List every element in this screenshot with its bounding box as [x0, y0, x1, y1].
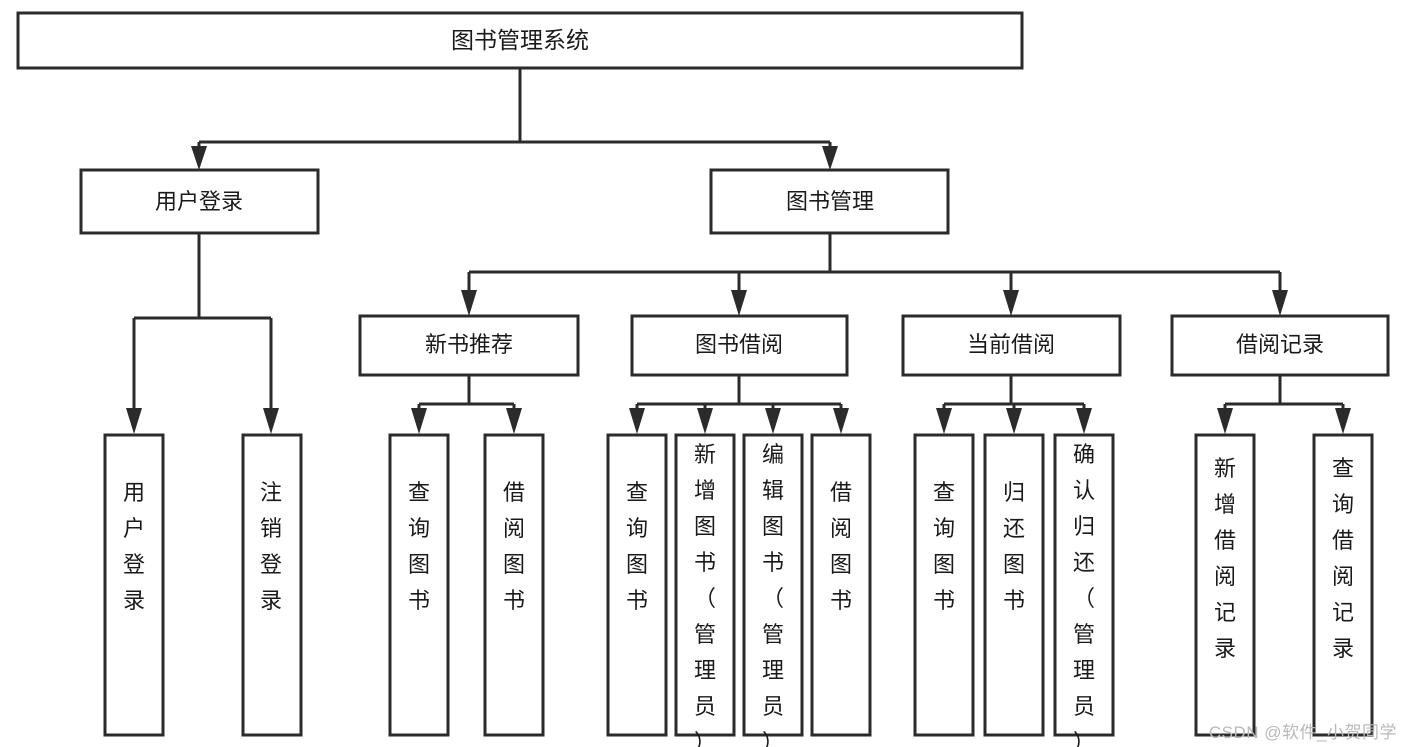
node-borrow-record[interactable]: 借阅记录 [1170, 314, 1390, 377]
arrow-to-leaf-query-book-3 [936, 408, 952, 434]
leaf-borrow-book-1-box[interactable] [483, 433, 545, 737]
arrow-to-book-borrow [731, 290, 747, 316]
arrow-to-leaf-return-book [1006, 408, 1022, 434]
arrow-to-leaf-query-book-1 [411, 408, 427, 434]
arrow-to-current-borrow [1003, 290, 1019, 316]
arrow-to-leaf-borrow-book-1 [506, 408, 522, 434]
node-root-label: 图书管理系统 [451, 27, 589, 53]
arrow-to-user-login [191, 146, 207, 170]
leaf-borrow-book-1[interactable]: 借阅图书 [483, 433, 545, 737]
arrow-to-leaf-user-login [126, 408, 142, 434]
leaf-query-book-2-label: 查询图书 [626, 480, 648, 613]
node-user-login-box[interactable] [79, 168, 320, 235]
leaf-query-book-2[interactable]: 查询图书 [606, 433, 668, 737]
leaf-borrow-book-1-label: 借阅图书 [503, 480, 525, 613]
leaf-borrow-book-2[interactable]: 借阅图书 [810, 433, 872, 737]
leaf-query-record[interactable]: 查询借阅记录 [1312, 433, 1374, 737]
leaf-user-login-label: 用户登录 [123, 480, 145, 613]
arrow-to-leaf-edit-book [765, 408, 781, 434]
leaf-return-book-box[interactable] [983, 433, 1045, 737]
node-book-manage-box[interactable] [709, 168, 950, 235]
arrow-to-leaf-query-book-2 [629, 408, 645, 434]
leaf-add-book-label: 新增图书（管理员） [694, 442, 716, 747]
leaf-logout-login-box[interactable] [241, 433, 303, 737]
leaf-confirm-return[interactable]: 确认归还（管理员） [1053, 433, 1115, 747]
leaf-user-login[interactable]: 用户登录 [103, 433, 165, 737]
node-new-book-recommend[interactable]: 新书推荐 [358, 314, 580, 377]
node-current-borrow[interactable]: 当前借阅 [901, 314, 1122, 377]
node-borrow-record-label: 借阅记录 [1236, 332, 1324, 357]
node-new-book-recommend-box[interactable] [358, 314, 580, 377]
leaf-query-record-box[interactable] [1312, 433, 1374, 737]
leaf-query-book-1[interactable]: 查询图书 [388, 433, 450, 737]
node-user-login-label: 用户登录 [155, 189, 243, 214]
node-user-login[interactable]: 用户登录 [79, 168, 320, 235]
node-book-manage-label: 图书管理 [786, 189, 874, 214]
leaf-add-record[interactable]: 新增借阅记录 [1194, 433, 1256, 737]
node-book-borrow[interactable]: 图书借阅 [630, 314, 849, 377]
leaf-edit-book-label: 编辑图书（管理员） [762, 442, 784, 747]
arrow-to-borrow-record [1272, 290, 1288, 316]
node-book-manage[interactable]: 图书管理 [709, 168, 950, 235]
arrow-to-book-manage [822, 146, 838, 170]
leaf-query-book-3-label: 查询图书 [933, 480, 955, 613]
leaf-query-book-3[interactable]: 查询图书 [913, 433, 975, 737]
leaf-logout-login[interactable]: 注销登录 [241, 433, 303, 737]
leaf-logout-login-label: 注销登录 [260, 480, 282, 613]
node-book-borrow-label: 图书借阅 [695, 332, 783, 357]
leaf-query-book-3-box[interactable] [913, 433, 975, 737]
leaf-edit-book-box[interactable] [742, 433, 804, 737]
leaf-query-book-1-label: 查询图书 [408, 480, 430, 613]
arrow-to-leaf-borrow-book-2 [833, 408, 849, 434]
leaf-confirm-return-box[interactable] [1053, 433, 1115, 737]
leaf-query-record-label: 查询借阅记录 [1332, 456, 1354, 661]
node-current-borrow-label: 当前借阅 [967, 332, 1055, 357]
arrow-to-leaf-query-record [1335, 408, 1351, 434]
node-current-borrow-box[interactable] [901, 314, 1122, 377]
leaf-add-record-box[interactable] [1194, 433, 1256, 737]
arrow-to-leaf-logout-login [263, 408, 279, 434]
arrow-to-leaf-confirm-return [1076, 408, 1092, 434]
leaf-confirm-return-label: 确认归还（管理员） [1073, 442, 1095, 747]
edges-layer [126, 68, 1351, 434]
leaf-add-book[interactable]: 新增图书（管理员） [674, 433, 736, 747]
leaf-return-book-label: 归还图书 [1003, 480, 1025, 613]
node-borrow-record-box[interactable] [1170, 314, 1390, 377]
leaf-user-login-box[interactable] [103, 433, 165, 737]
arrow-to-new-book-recommend [461, 290, 477, 316]
leaf-borrow-book-2-box[interactable] [810, 433, 872, 737]
leaf-query-book-2-box[interactable] [606, 433, 668, 737]
leaf-borrow-book-2-label: 借阅图书 [830, 480, 852, 613]
leaf-add-record-label: 新增借阅记录 [1214, 456, 1236, 661]
node-root[interactable]: 图书管理系统 [16, 11, 1024, 70]
node-root-box[interactable] [16, 11, 1024, 70]
arrow-to-leaf-add-book [697, 408, 713, 434]
node-book-borrow-box[interactable] [630, 314, 849, 377]
leaf-add-book-box[interactable] [674, 433, 736, 737]
arrow-to-leaf-add-record [1217, 408, 1233, 434]
node-new-book-recommend-label: 新书推荐 [425, 332, 513, 357]
leaf-edit-book[interactable]: 编辑图书（管理员） [742, 433, 804, 747]
leaf-query-book-1-box[interactable] [388, 433, 450, 737]
leaf-return-book[interactable]: 归还图书 [983, 433, 1045, 737]
